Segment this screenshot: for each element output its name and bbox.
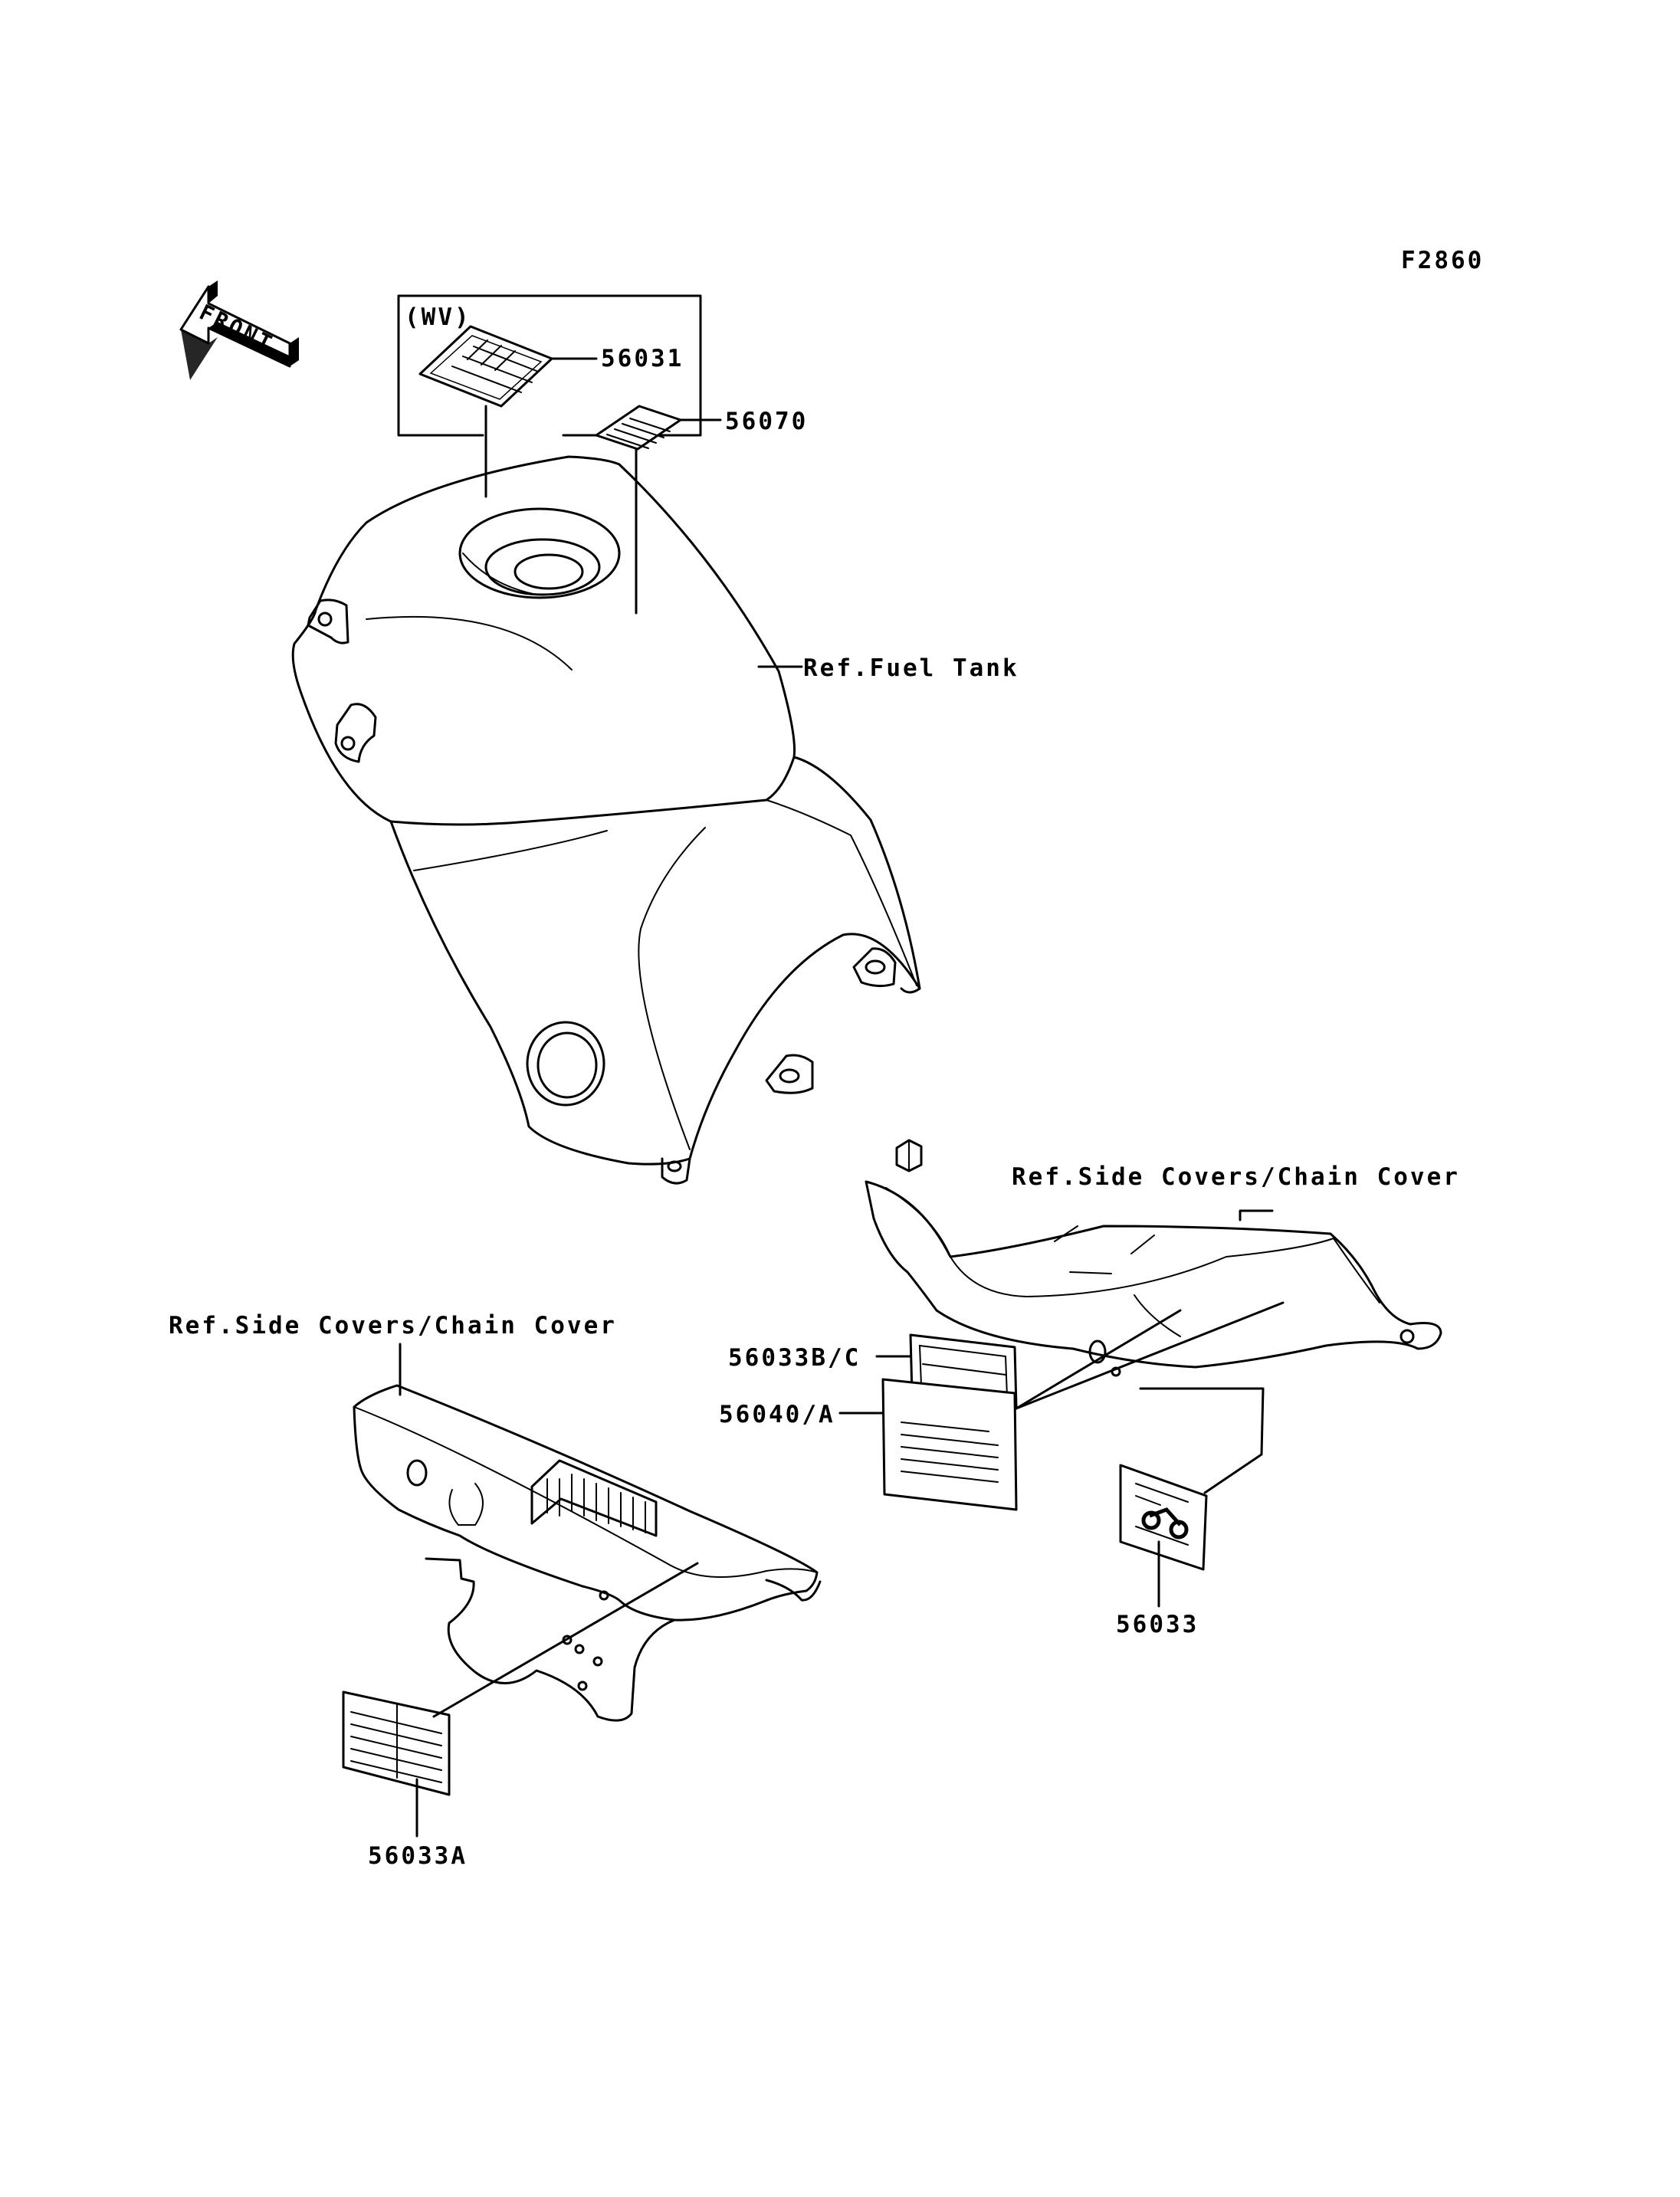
part-label-56040a: 56040/A	[719, 1401, 835, 1428]
ref-side-covers-left: Ref.Side Covers/Chain Cover	[169, 1312, 617, 1340]
figure-code: F2860	[1401, 247, 1484, 274]
label-56040a-icon	[881, 1378, 1018, 1511]
part-label-56033: 56033	[1116, 1611, 1199, 1638]
part-label-56033a: 56033A	[368, 1842, 468, 1870]
label-56033a-icon	[342, 1690, 451, 1796]
fuel-tank-outline	[291, 455, 921, 1185]
left-chain-cover-outline	[353, 1384, 822, 1722]
wv-group-box: (WV)	[397, 294, 702, 437]
label-56070-icon	[595, 405, 682, 451]
front-arrow-icon: FRONT	[179, 280, 299, 380]
part-label-56031: 56031	[601, 345, 684, 372]
label-56033-icon	[1119, 1464, 1208, 1571]
label-56031-icon	[418, 325, 553, 408]
part-label-56070: 56070	[725, 408, 808, 435]
part-label-56033bc: 56033B/C	[728, 1344, 861, 1372]
ref-side-covers-right: Ref.Side Covers/Chain Cover	[1012, 1163, 1460, 1191]
wv-group-label: (WV)	[405, 303, 471, 331]
ref-fuel-tank: Ref.Fuel Tank	[803, 654, 1019, 682]
